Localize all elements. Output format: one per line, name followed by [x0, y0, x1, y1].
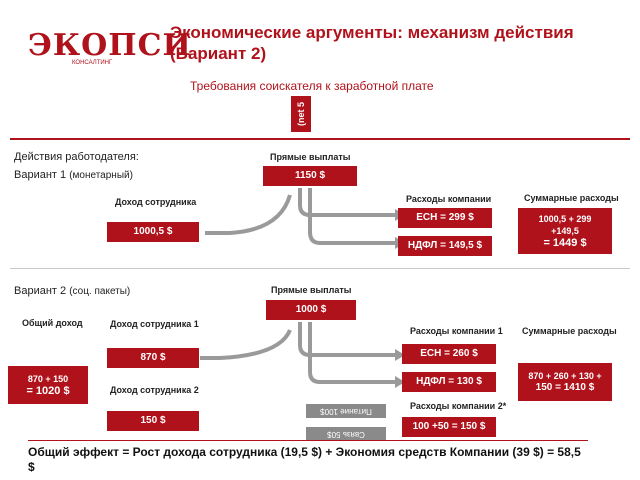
top-separator [10, 138, 630, 140]
v2-total-line1: 870 + 260 + 130 + [528, 371, 602, 381]
variant2-title: Вариант 2 (соц. пакеты) [14, 285, 130, 297]
v1-direct-label: Прямые выплаты [270, 152, 351, 162]
connector-esn-1 [298, 188, 395, 217]
v2-direct-label: Прямые выплаты [271, 285, 352, 295]
v2-common-income-line1: 870 + 150 [27, 374, 69, 384]
variant2-title-text: Вариант 2 [14, 285, 67, 297]
v1-income-label: Доход сотрудника [115, 197, 197, 207]
v2-esn-box: ЕСН = 260 $ [402, 344, 496, 364]
v2-costs1-label: Расходы компании 1 [410, 326, 503, 336]
v2-income1-label: Доход сотрудника 1 [110, 319, 199, 329]
v2-common-income-box: 870 + 150 = 1020 $ [8, 366, 88, 404]
variant1-title-text: Вариант 1 [14, 169, 67, 181]
v2-common-income-line2: = 1020 $ [26, 385, 70, 397]
company-logo-subtitle: КОНСАЛТИНГ [72, 60, 113, 66]
connector-income-2 [200, 329, 292, 360]
v1-total-line1: 1000,5 + 299 [538, 214, 592, 224]
connector-income-1 [205, 194, 292, 235]
middle-separator [10, 268, 630, 269]
variant1-title-note: (монетарный) [69, 170, 133, 181]
v2-costs2-box: 100 +50 = 150 $ [402, 417, 496, 437]
footer-summary: Общий эффект = Рост дохода сотрудника (1… [28, 445, 581, 474]
v2-common-income-label: Общий доход [22, 318, 83, 328]
v2-income2-label: Доход сотрудника 2 [110, 385, 199, 395]
variant2-title-note: (соц. пакеты) [69, 286, 131, 297]
requirement-text: Требования соискателя к заработной плате [190, 79, 434, 93]
v1-costs-label: Расходы компании [406, 194, 492, 204]
v2-costs2-label: Расходы компании 2* [410, 401, 507, 411]
v2-direct-box: 1000 $ [266, 300, 356, 320]
company-logo: ЭКОПСИ [28, 28, 192, 63]
v2-total-line2: 150 = 1410 $ [535, 382, 595, 393]
v2-ndfl-box: НДФЛ = 130 $ [402, 372, 496, 392]
v1-total-label: Суммарные расходы [524, 193, 619, 203]
connector-ndfl-1 [308, 188, 395, 245]
connector-ndfl-2 [308, 322, 395, 384]
v1-ndfl-box: НДФЛ = 149,5 $ [398, 236, 492, 256]
employer-actions-label: Действия работодателя: [14, 151, 139, 163]
food-tag: Питание 100$ [306, 404, 386, 418]
footer-separator [28, 440, 588, 441]
v1-income-box: 1000,5 $ [107, 222, 199, 242]
v1-total-line2: +149,5 [551, 226, 579, 236]
connector-esn-2 [298, 322, 395, 357]
v2-total-box: 870 + 260 + 130 + 150 = 1410 $ [518, 363, 612, 401]
v1-total-line3: = 1449 $ [543, 237, 587, 249]
v2-income2-box: 150 $ [107, 411, 199, 431]
v2-total-label: Суммарные расходы [522, 326, 617, 336]
v1-direct-box: 1150 $ [263, 166, 357, 186]
variant1-title: Вариант 1 (монетарный) [14, 169, 133, 181]
communication-tag: Связь 50$ [306, 427, 386, 441]
slide-title: Экономические аргументы: механизм действ… [170, 23, 574, 63]
v1-esn-box: ЕСН = 299 $ [398, 208, 492, 228]
v1-total-box: 1000,5 + 299 +149,5 = 1449 $ [518, 208, 612, 254]
v2-income1-box: 870 $ [107, 348, 199, 368]
